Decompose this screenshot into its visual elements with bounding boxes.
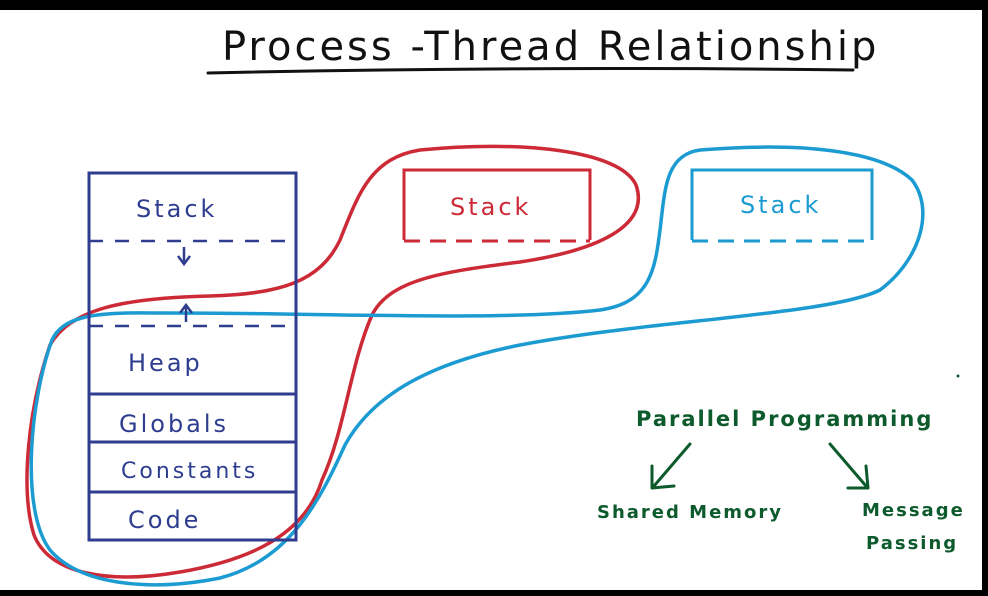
thread-1-stack-label: Stack xyxy=(450,193,531,221)
segment-label-code: Code xyxy=(128,506,201,534)
stack-grow-down-icon xyxy=(177,247,191,267)
shared-memory-arrow-icon xyxy=(650,442,692,490)
thread-1-stack-box xyxy=(402,168,592,240)
shared-memory-label: Shared Memory xyxy=(597,502,783,523)
stray-dot xyxy=(956,374,960,378)
right-black-edge xyxy=(982,0,988,596)
segment-label-constants: Constants xyxy=(121,459,258,484)
thread-2-stack-label: Stack xyxy=(740,191,821,219)
message-passing-arrow-icon xyxy=(828,442,870,490)
thread-2-stack-box xyxy=(690,168,874,240)
bottom-black-edge xyxy=(0,590,988,596)
title-underline xyxy=(206,67,855,75)
thread-2-loop xyxy=(29,145,925,587)
heap-grow-up-icon xyxy=(179,302,193,322)
segment-label-globals: Globals xyxy=(119,410,229,438)
segment-label-heap: Heap xyxy=(128,349,203,377)
diagram-title: Process -Thread Relationship xyxy=(222,24,879,70)
message-label: Message xyxy=(862,500,965,521)
parallel-programming-heading: Parallel Programming xyxy=(636,407,933,431)
address-space-box xyxy=(87,171,298,542)
segment-label-stack: Stack xyxy=(136,195,217,223)
top-black-bar xyxy=(0,0,988,10)
thread-1-loop xyxy=(25,144,640,579)
passing-label: Passing xyxy=(866,533,958,554)
